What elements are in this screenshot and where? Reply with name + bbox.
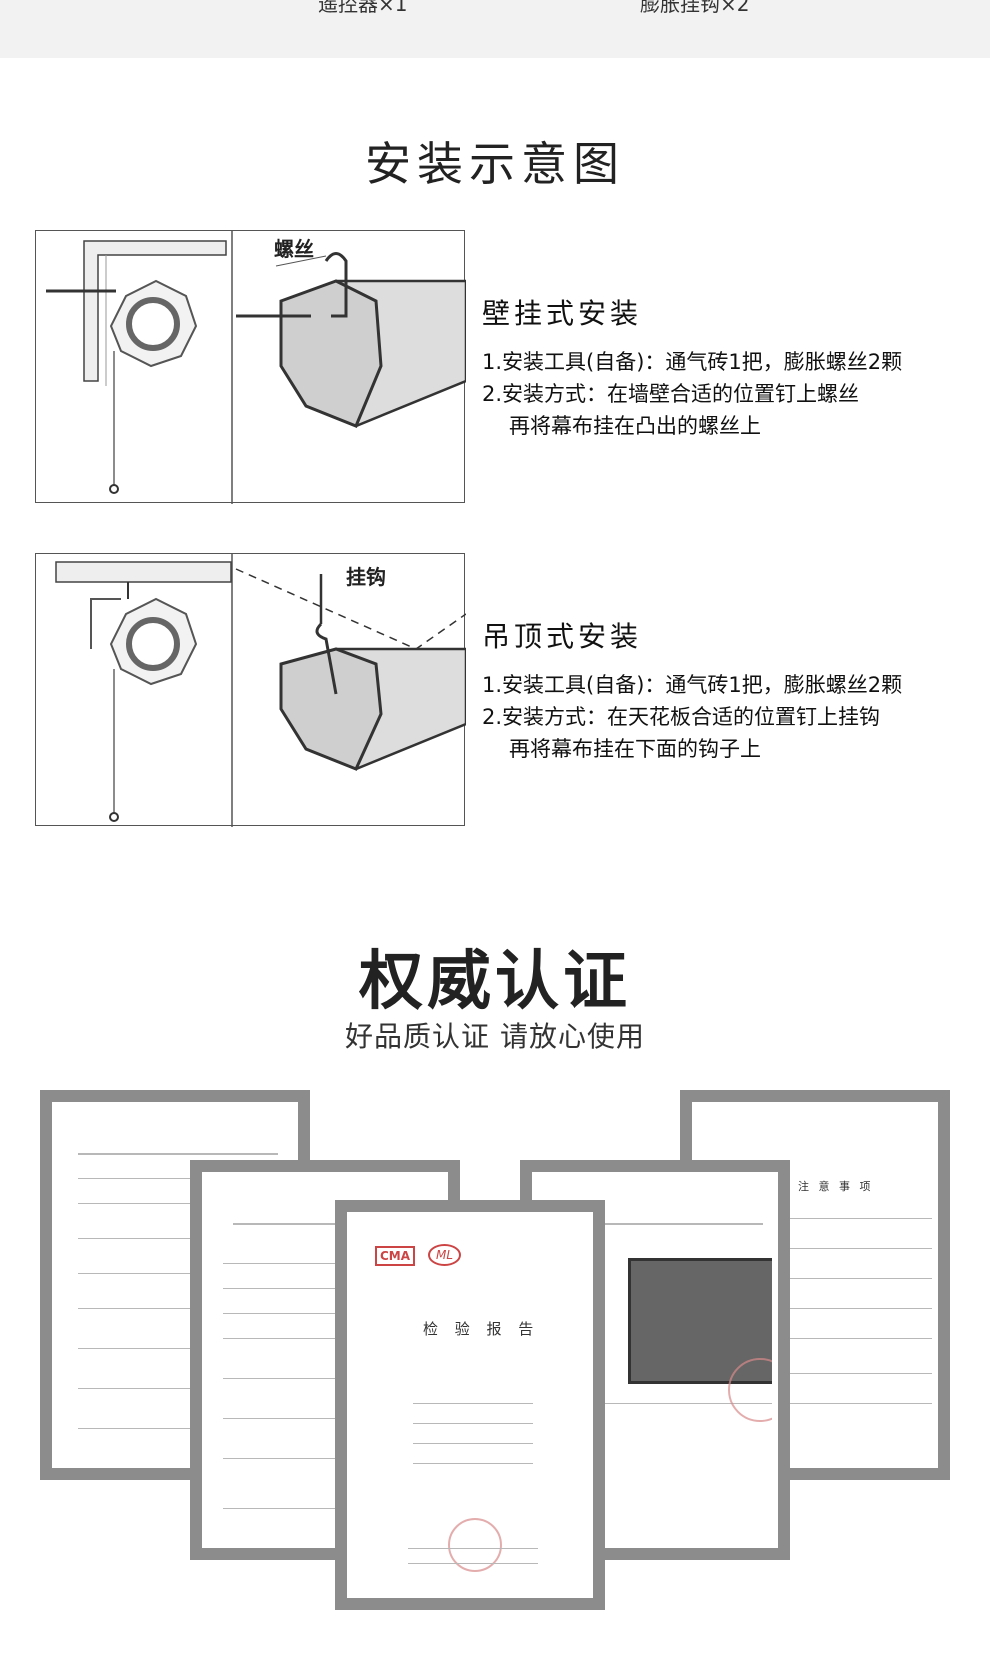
ceiling-mount-method: 2.安装方式：在天花板合适的位置钉上挂钩 <box>482 705 881 729</box>
cma-mark: CMA <box>375 1246 416 1266</box>
accessories-strip: 遥控器×1 膨胀挂钩×2 <box>0 0 990 58</box>
ceiling-mount-heading: 吊顶式安装 <box>482 620 643 653</box>
wall-mount-method: 2.安装方式：在墙壁合适的位置钉上螺丝 <box>482 382 860 406</box>
ceiling-mount-illustration: 挂钩 <box>55 554 466 827</box>
ml-mark: ML <box>428 1244 462 1266</box>
red-stamp <box>448 1518 502 1572</box>
accessory-hooks: 膨胀挂钩×2 <box>640 0 750 16</box>
accessory-remote: 遥控器×1 <box>318 0 408 16</box>
ceiling-mount-info: 吊顶式安装 1.安装工具(自备)：通气砖1把，膨胀螺丝2颗 2.安装方式：在天花… <box>482 615 982 765</box>
inspection-report-title: 检 验 报 告 <box>423 1320 540 1338</box>
cert-doc-front: CMA ML 检 验 报 告 <box>335 1200 605 1610</box>
wall-mount-heading: 壁挂式安装 <box>482 297 643 330</box>
ceiling-mount-diagram: 挂钩 <box>35 553 466 827</box>
cert-section-title: 权威认证 <box>359 945 631 1019</box>
cert-section-subtitle: 好品质认证 请放心使用 <box>345 1020 645 1053</box>
ceiling-mount-method-cont: 再将幕布挂在下面的钩子上 <box>509 737 761 761</box>
wall-mount-diagram: 螺丝 <box>35 230 466 504</box>
install-section-title: 安装示意图 <box>365 137 625 191</box>
notice-heading: 注 意 事 项 <box>798 1180 874 1193</box>
ceiling-mount-tools: 1.安装工具(自备)：通气砖1把，膨胀螺丝2颗 <box>482 673 903 697</box>
certificate-stack: 注 意 事 项 <box>40 1090 950 1610</box>
wall-mount-illustration: 螺丝 <box>46 231 466 504</box>
wall-mount-tools: 1.安装工具(自备)：通气砖1把，膨胀螺丝2颗 <box>482 350 903 374</box>
wall-mount-method-cont: 再将幕布挂在凸出的螺丝上 <box>509 414 761 438</box>
wall-mount-info: 壁挂式安装 1.安装工具(自备)：通气砖1把，膨胀螺丝2颗 2.安装方式：在墙壁… <box>482 292 982 442</box>
diagram-label-hook: 挂钩 <box>346 565 386 589</box>
diagram-label-screw: 螺丝 <box>274 237 314 261</box>
